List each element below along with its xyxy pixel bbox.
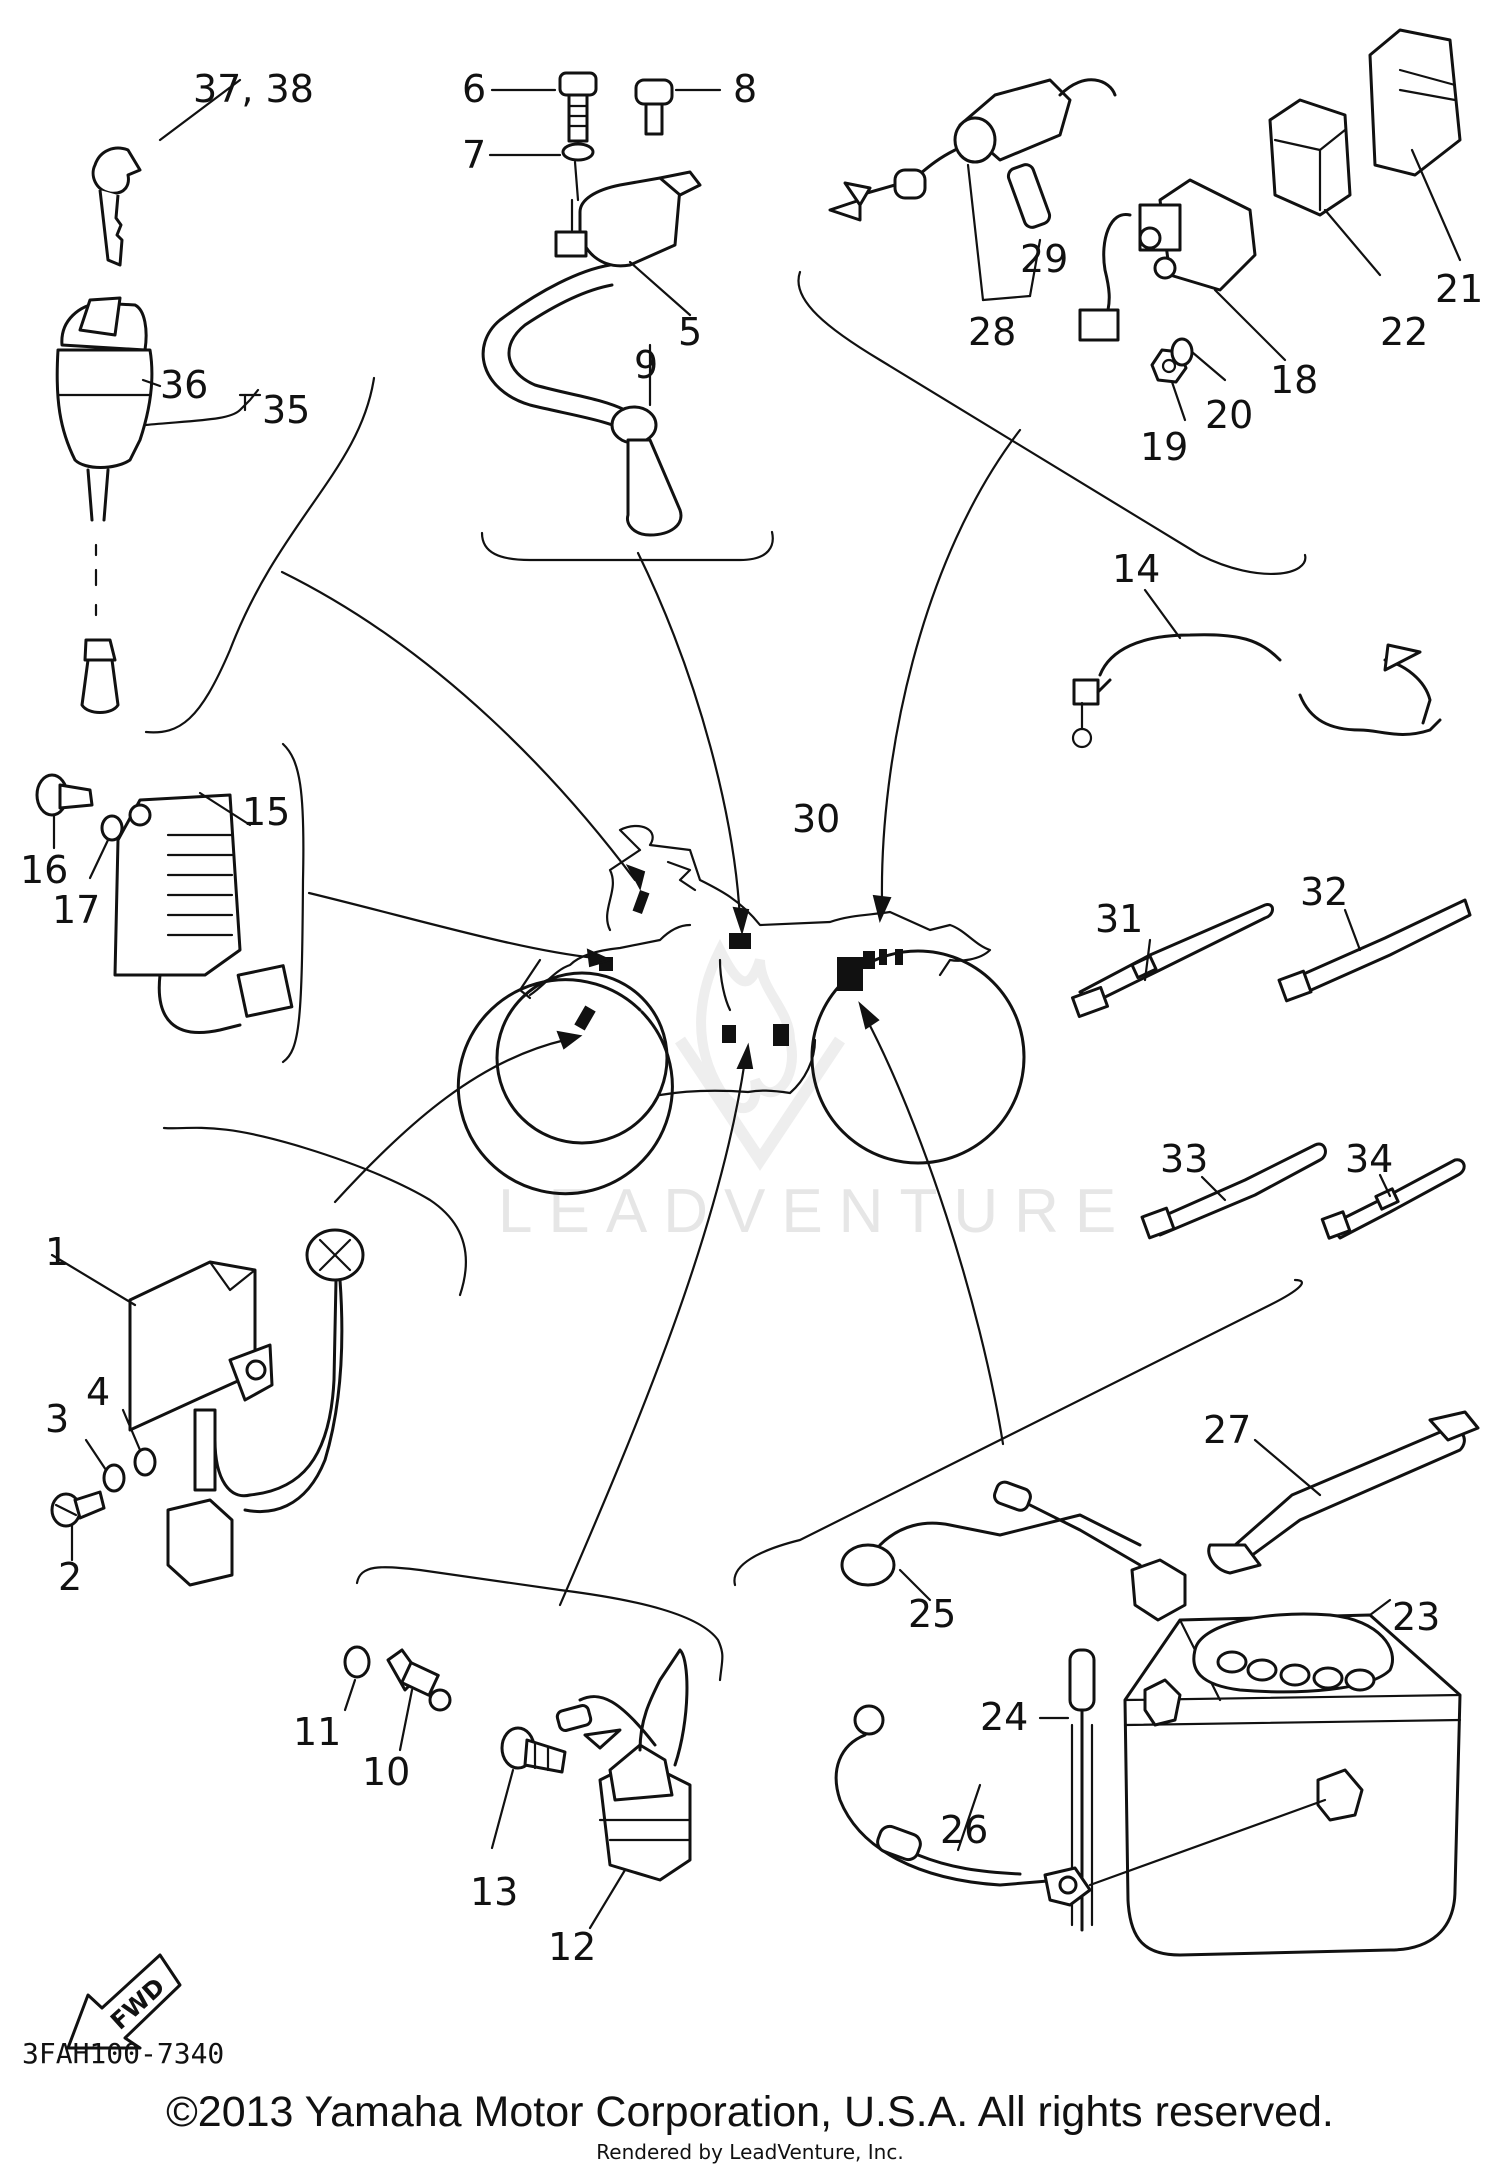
cdi-unit-1-icon[interactable] <box>50 1228 365 1587</box>
relay-22-icon[interactable] <box>1268 98 1382 277</box>
screw-16-icon[interactable] <box>35 773 94 850</box>
bolt-13-icon[interactable] <box>490 1726 567 1850</box>
callout-36: 36 <box>160 363 208 407</box>
callout-13: 13 <box>470 1870 518 1914</box>
callout-9: 9 <box>634 343 658 387</box>
callout-24: 24 <box>980 1695 1028 1739</box>
callout-18: 18 <box>1270 358 1318 402</box>
relay-cover-21-icon[interactable] <box>1368 28 1462 262</box>
callout-2: 2 <box>58 1555 82 1599</box>
callout-12: 12 <box>548 1925 596 1969</box>
key-icon[interactable] <box>91 78 242 267</box>
callout-23: 23 <box>1392 1595 1440 1639</box>
callout-34: 34 <box>1345 1137 1393 1181</box>
battery-23-icon[interactable] <box>1123 1598 1462 1957</box>
callout-20: 20 <box>1205 393 1253 437</box>
callout-1: 1 <box>45 1230 69 1274</box>
battery-lead-26-icon[interactable] <box>834 1704 1327 1907</box>
main-switch-35-icon[interactable] <box>55 296 262 714</box>
neutral-switch-10-icon[interactable] <box>386 1648 452 1752</box>
callout-37-38: 37, 38 <box>193 67 314 111</box>
battery-lead-25-icon[interactable] <box>840 1480 1187 1622</box>
callout-7: 7 <box>462 133 486 177</box>
cable-tie-32-icon[interactable] <box>1277 898 1472 1003</box>
callout-11: 11 <box>293 1710 341 1754</box>
group-brackets <box>144 270 1307 1682</box>
callout-14: 14 <box>1112 547 1160 591</box>
bolt-8-icon[interactable] <box>634 78 722 136</box>
fwd-arrow-icon: FWD <box>66 1953 182 2050</box>
washer-3-icon[interactable] <box>84 1438 126 1493</box>
copyright-notice: ©2013 Yamaha Motor Corporation, U.S.A. A… <box>166 2088 1334 2136</box>
bolt-6-icon[interactable] <box>490 71 598 143</box>
starter-relay-18-icon[interactable] <box>1078 178 1287 362</box>
ignition-coil-5-icon[interactable] <box>481 160 702 437</box>
callout-25: 25 <box>908 1592 956 1636</box>
washer-4-icon[interactable] <box>121 1408 157 1477</box>
cable-tie-34-icon[interactable] <box>1320 1158 1466 1240</box>
callout-35: 35 <box>262 388 310 432</box>
callout-17: 17 <box>52 888 100 932</box>
callout-28: 28 <box>968 310 1016 354</box>
cable-tie-31-icon[interactable] <box>1070 903 1274 1019</box>
callout-22: 22 <box>1380 310 1428 354</box>
callout-16: 16 <box>20 848 68 892</box>
callout-26: 26 <box>940 1808 988 1852</box>
watermark-logo-icon <box>675 938 845 1171</box>
callout-15: 15 <box>242 790 290 834</box>
diagram-ref-code: 3FAH100-7340 <box>22 2037 224 2070</box>
callout-32: 32 <box>1300 870 1348 914</box>
fuse-29-icon[interactable] <box>1006 162 1052 229</box>
callout-30: 30 <box>792 797 840 841</box>
callout-10: 10 <box>362 1750 410 1794</box>
callout-8: 8 <box>733 67 757 111</box>
callout-6: 6 <box>462 67 486 111</box>
rendered-by-notice: Rendered by LeadVenture, Inc. <box>596 2140 904 2164</box>
washer-20-icon[interactable] <box>1170 337 1227 382</box>
callout-29: 29 <box>1020 237 1068 281</box>
callout-4: 4 <box>86 1370 110 1414</box>
rectifier-15-icon[interactable] <box>113 791 294 1035</box>
callout-3: 3 <box>45 1397 69 1441</box>
sensor-12-icon[interactable] <box>555 1648 692 1930</box>
washer-7-icon[interactable] <box>488 142 595 162</box>
plug-cap-9-icon[interactable] <box>610 343 683 537</box>
callout-21: 21 <box>1435 267 1483 311</box>
cable-tie-33-icon[interactable] <box>1140 1142 1327 1240</box>
wire-lead-14-icon[interactable] <box>1071 588 1442 749</box>
starter-switch-28-icon[interactable] <box>828 78 1117 302</box>
washer-17-icon[interactable] <box>88 814 124 880</box>
callout-27: 27 <box>1203 1408 1251 1452</box>
screw-2-icon[interactable] <box>50 1490 106 1562</box>
washer-11-icon[interactable] <box>343 1645 371 1712</box>
callout-5: 5 <box>678 310 702 354</box>
callout-19: 19 <box>1140 425 1188 469</box>
callout-31: 31 <box>1095 897 1143 941</box>
battery-band-27-icon[interactable] <box>1207 1410 1480 1575</box>
callout-33: 33 <box>1160 1137 1208 1181</box>
leader-arrows <box>280 428 1022 1607</box>
callout-labels: 37, 38 6 8 7 5 9 29 28 18 20 19 22 21 36… <box>20 67 1483 1969</box>
watermark-text: LEADVENTURE <box>498 1177 1132 1246</box>
